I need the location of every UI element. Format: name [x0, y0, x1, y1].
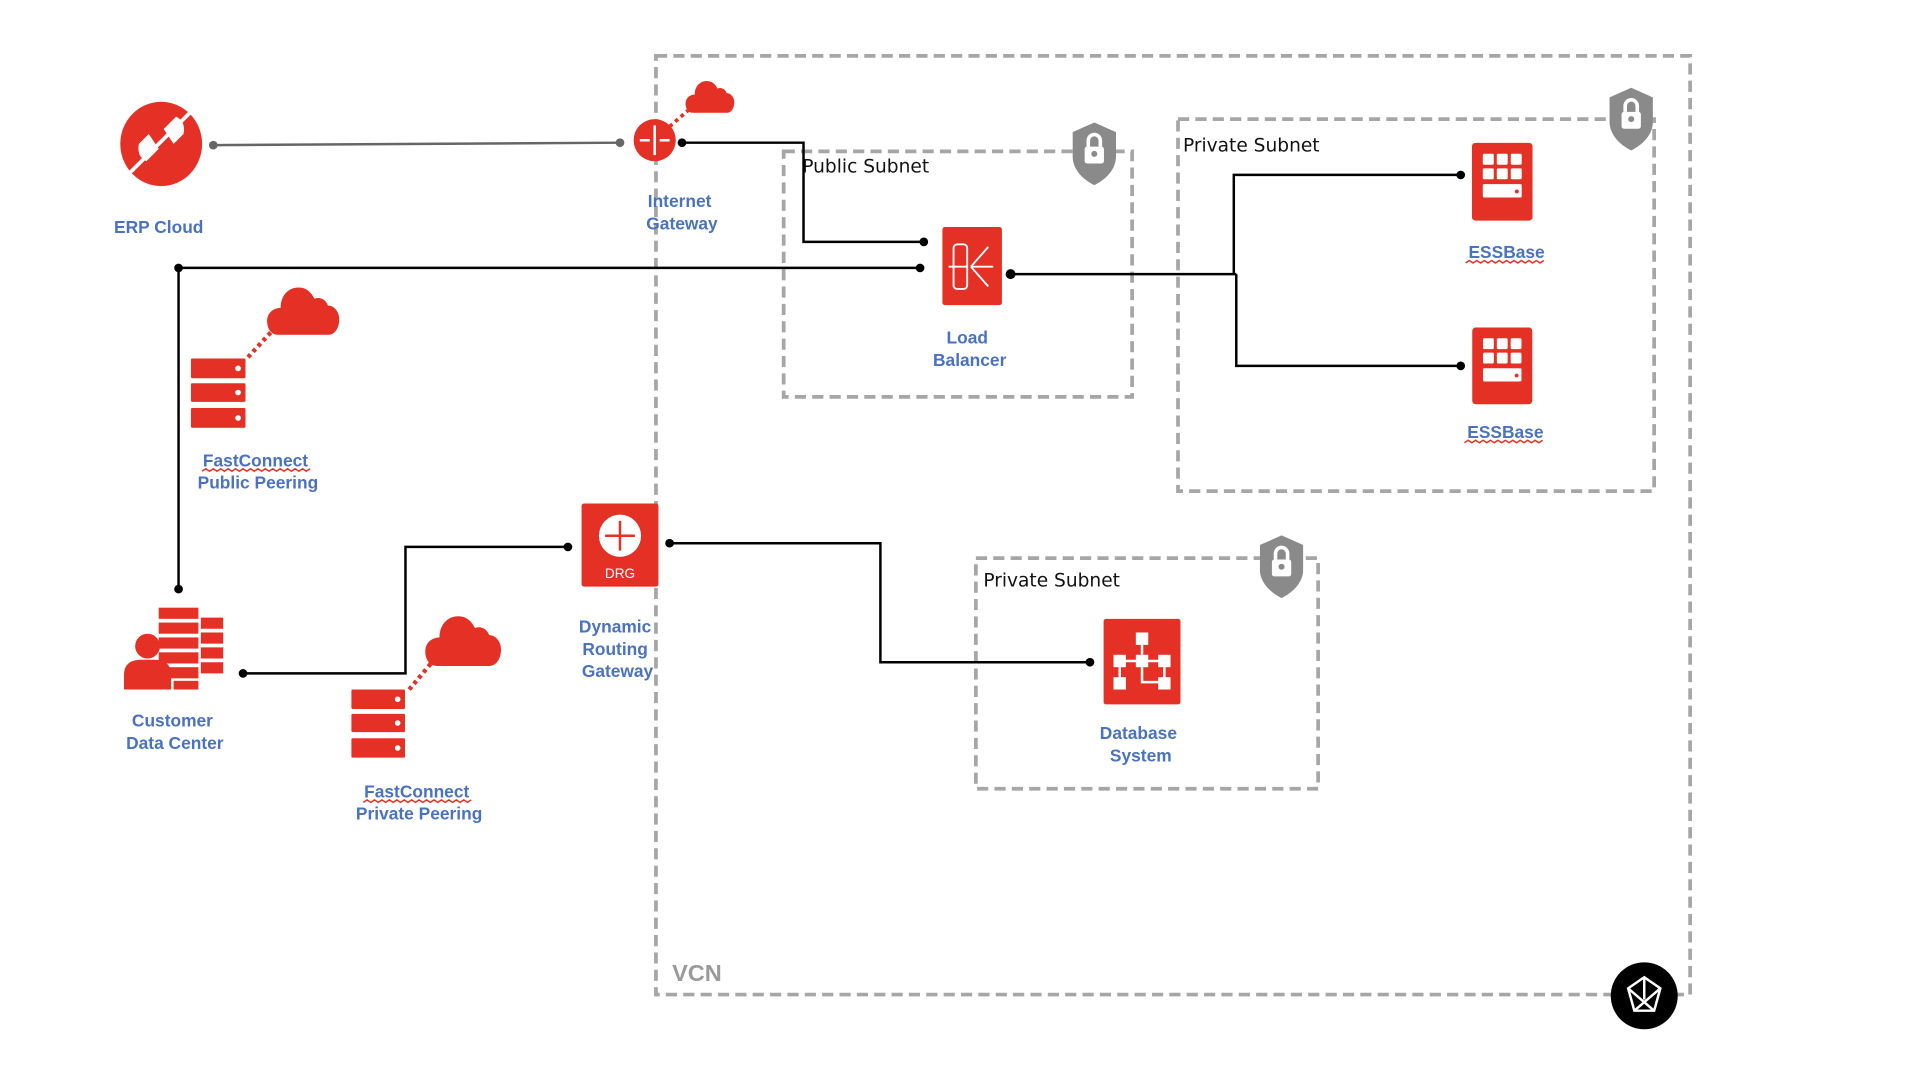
fastconnect-public-node[interactable]: FastConnect Public Peering [190, 287, 340, 493]
essbase-node-2[interactable]: ESSBase [1464, 327, 1544, 444]
private-subnet-db-label: Private Subnet [983, 571, 1120, 592]
cloud-icon [425, 616, 502, 666]
fastconnect-private-label: FastConnect Private Peering [356, 781, 482, 823]
essbase-label: ESSBase [1467, 422, 1544, 442]
essbase-label: ESSBase [1468, 242, 1545, 262]
internet-gateway-node[interactable]: Internet Gateway [633, 80, 735, 234]
cloud-icon [267, 287, 340, 335]
drg-node[interactable]: DRG Dynamic Routing Gateway [579, 503, 659, 682]
connections [174, 138, 1466, 678]
load-balancer-node[interactable]: Load Balancer [933, 227, 1007, 370]
fastconnect-private-node[interactable]: FastConnect Private Peering [351, 616, 502, 824]
cloud-icon [685, 80, 735, 113]
internet-gateway-label: Internet Gateway [646, 191, 718, 233]
server-grid-icon [1471, 142, 1533, 221]
drg-label: Dynamic Routing Gateway [579, 616, 656, 681]
erp-cloud-node[interactable]: ERP Cloud [114, 101, 203, 237]
fastconnect-public-label: FastConnect Public Peering [198, 450, 319, 492]
dc-to-drg-link [243, 545, 568, 675]
server-icon [190, 358, 246, 428]
shield-lock-icon [1072, 121, 1116, 187]
essbase-node-1[interactable]: ESSBase [1465, 142, 1545, 264]
public-subnet-label: Public Subnet [802, 156, 929, 177]
erp-cloud-label: ERP Cloud [114, 217, 203, 237]
datacenter-user-icon [124, 607, 224, 690]
svg-text:DRG: DRG [605, 566, 635, 581]
vcn-label: VCN [672, 960, 722, 986]
customer-data-center-label: Customer Data Center [126, 711, 224, 753]
lb-to-essbase-link [1010, 173, 1461, 368]
drg-to-db-link [669, 541, 1090, 664]
shield-lock-icon [1259, 534, 1304, 599]
private-subnet-db-boundary [974, 556, 1320, 791]
server-icon [351, 689, 405, 758]
router-icon [633, 119, 676, 162]
database-system-node[interactable]: Database System [1100, 618, 1182, 766]
vcn-boundary [654, 54, 1692, 997]
database-system-label: Database System [1100, 723, 1182, 765]
vcn-network-icon [1610, 962, 1678, 1030]
load-balancer-label: Load Balancer [933, 328, 1007, 370]
drg-icon: DRG [581, 503, 659, 587]
database-topology-icon [1103, 618, 1181, 705]
server-grid-icon [1472, 327, 1533, 405]
load-balancer-icon [942, 227, 1002, 306]
private-subnet-essbase-boundary [1176, 117, 1657, 493]
private-subnet-essbase-label: Private Subnet [1183, 135, 1320, 156]
customer-data-center-node[interactable]: Customer Data Center [124, 607, 224, 753]
shield-lock-icon [1609, 86, 1653, 152]
igw-to-lb-link [682, 141, 924, 244]
plug-icon [120, 101, 203, 187]
erp-to-igw-link [213, 141, 621, 147]
